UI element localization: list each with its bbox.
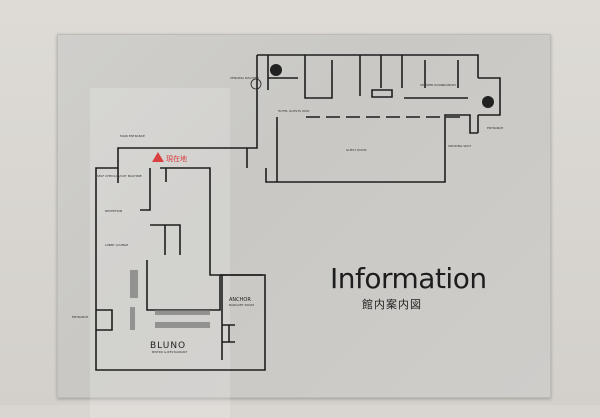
hotel-guests-label: HOTEL GUESTS ONLY (278, 109, 310, 113)
anchor-label: ANCHOR (229, 297, 251, 303)
anchor-room (220, 274, 263, 360)
you-are-here-label: 現在地 (166, 154, 187, 163)
sign-title: Information (330, 262, 487, 295)
entrance-left-label: ENTRANCE (72, 315, 88, 319)
left-entrance (96, 309, 113, 331)
bluno-label: BLUNO (150, 341, 186, 351)
toilet-block (359, 55, 459, 98)
guest-room-label: GUEST ROOM (346, 148, 367, 152)
elevator-icon (270, 64, 282, 76)
laundry-label: LAUNDRY (442, 83, 456, 87)
upper-wing-walls (95, 54, 479, 371)
self-check-label: SELF CHECK-IN/OUT MACHINE (97, 174, 142, 178)
table-4 (155, 322, 210, 328)
elevator-icon-right (482, 96, 494, 108)
vending-label: VENDING MACHINE (230, 76, 259, 80)
sign-subtitle: 館内案内図 (362, 298, 422, 311)
toilet-lower (150, 224, 181, 255)
table-3 (155, 310, 210, 315)
main-entrance-label: MAIN ENTRANCE (120, 134, 145, 138)
shower-room-label: SHOWER ROOM (420, 83, 444, 87)
center-room (146, 260, 221, 311)
table-2 (130, 307, 135, 330)
table-1 (130, 270, 138, 298)
lobby-inner (117, 167, 211, 255)
bluno-sub-label: BISTRO & RESTAURANT (152, 350, 187, 354)
light-reflection (90, 88, 230, 418)
you-are-here-icon (152, 152, 164, 162)
room-upper (304, 55, 333, 99)
stair-right (477, 77, 501, 133)
reception-label: RECEPTION (105, 209, 122, 213)
smoking-spot-label: SMOKING SPOT (448, 144, 471, 148)
floor-plan: 現在地 VENDING MACHINE HOTEL GUESTS ONLY MA… (72, 54, 503, 371)
acrylic-sign-panel (57, 34, 551, 398)
anchor-sub-label: BANQUET ROOM (229, 303, 254, 307)
entrance-label: ENTRANCE (487, 126, 503, 130)
stair-left (267, 55, 298, 90)
vending-machine-icon (250, 78, 262, 90)
lobby-lounge-label: LOBBY LOUNGE (105, 243, 128, 247)
